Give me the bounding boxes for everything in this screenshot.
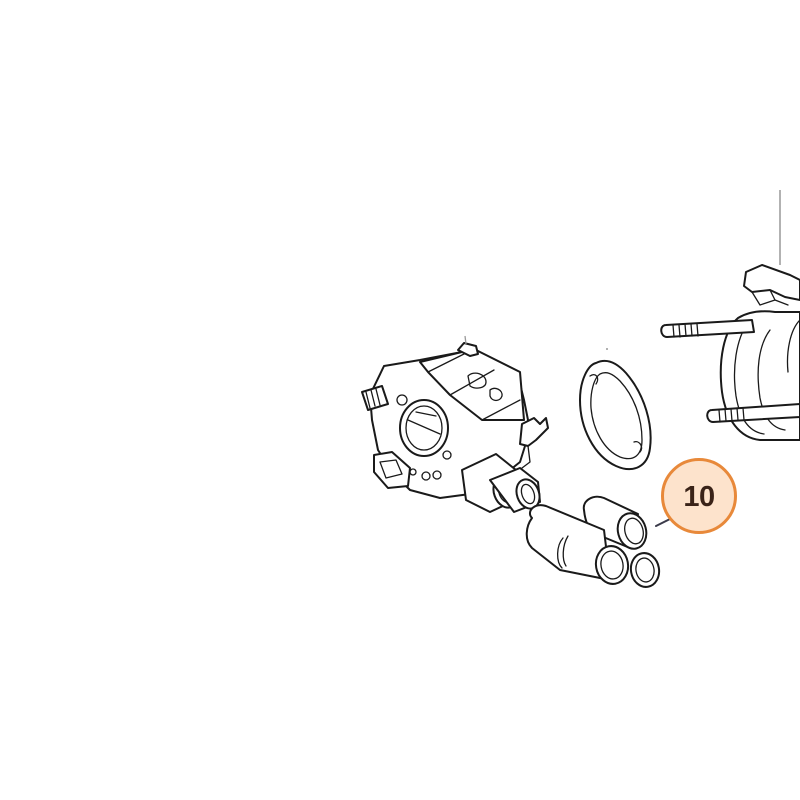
carburetor-part [361, 335, 549, 513]
callout-number: 10 [683, 480, 715, 513]
gasket-part [579, 348, 652, 471]
intake-boot-part [525, 495, 661, 588]
callout-badge-10[interactable]: 10 [661, 458, 737, 534]
cylinder-flange-part [660, 190, 800, 441]
